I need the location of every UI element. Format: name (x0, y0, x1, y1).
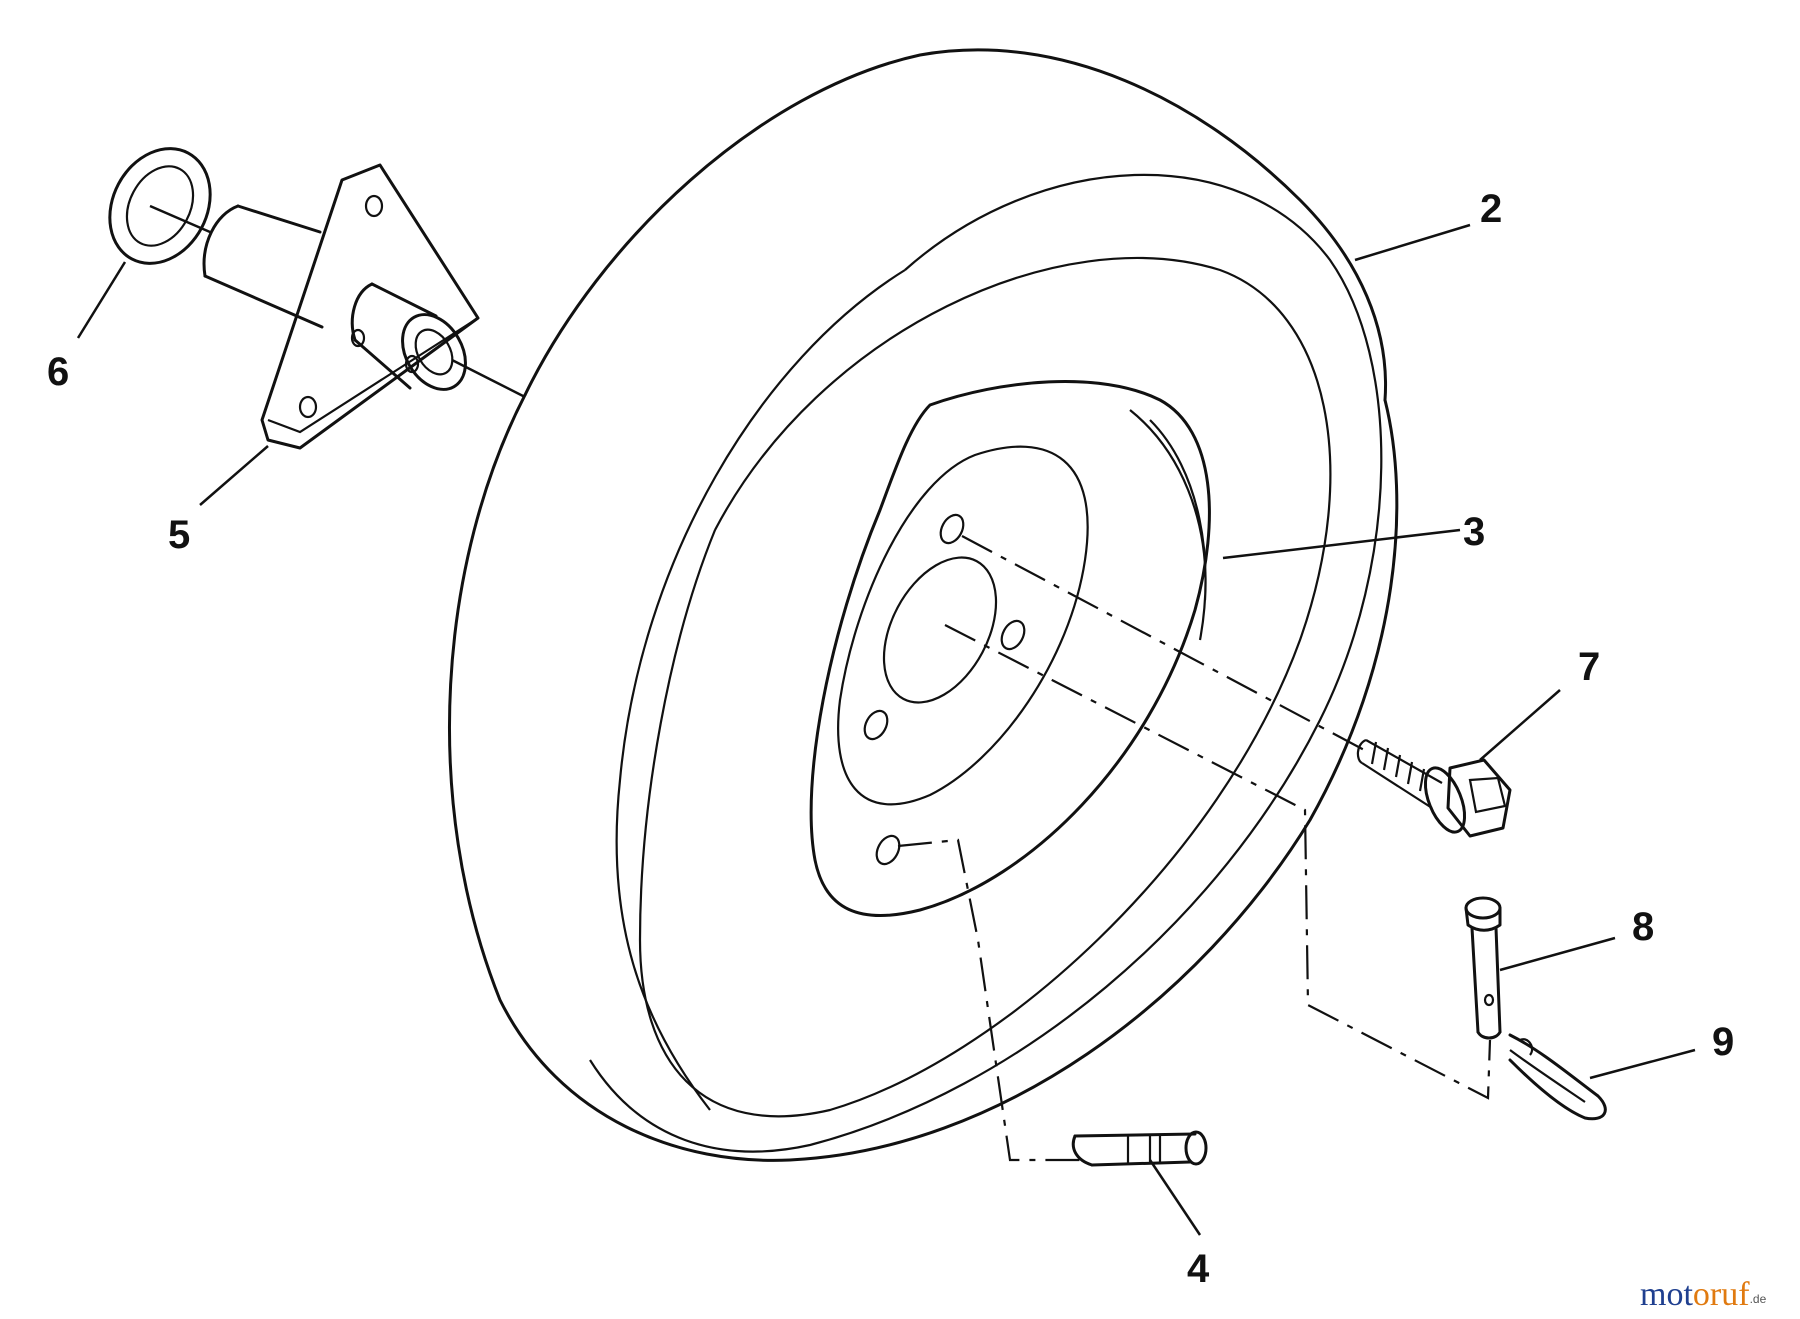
watermark-part2: oruf (1693, 1276, 1750, 1313)
washer (108, 147, 212, 265)
callout-2: 2 (1480, 187, 1502, 231)
leader-6 (76, 261, 127, 339)
clevis-pin (1464, 896, 1502, 1040)
hair-pin (1508, 1033, 1607, 1121)
assembly-line-bolt (961, 535, 1369, 753)
callout-6: 6 (47, 350, 69, 394)
leader-3 (1222, 528, 1461, 560)
axle-bracket (202, 163, 480, 450)
watermark-logo: motoruf.de (1640, 1276, 1767, 1313)
leader-2 (1354, 223, 1471, 262)
callout-3: 3 (1463, 510, 1485, 554)
leader-8 (1499, 936, 1616, 972)
rim (809, 380, 1211, 918)
bolt (1356, 738, 1512, 838)
assembly-line-valve (897, 838, 1080, 1162)
callout-8: 8 (1632, 905, 1654, 949)
callout-9: 9 (1712, 1020, 1734, 1064)
watermark-part1: mot (1640, 1276, 1693, 1313)
callout-5: 5 (168, 513, 190, 557)
leader-9 (1589, 1048, 1696, 1080)
watermark-suffix: .de (1750, 1292, 1767, 1306)
assembly-line-axle (944, 624, 1492, 1100)
tire (448, 48, 1399, 1162)
leader-4 (1148, 1159, 1202, 1236)
callout-7: 7 (1578, 645, 1600, 689)
leader-7 (1479, 689, 1561, 761)
leader-5 (199, 445, 269, 506)
callout-4: 4 (1187, 1247, 1210, 1291)
valve-stem (1071, 1130, 1208, 1167)
